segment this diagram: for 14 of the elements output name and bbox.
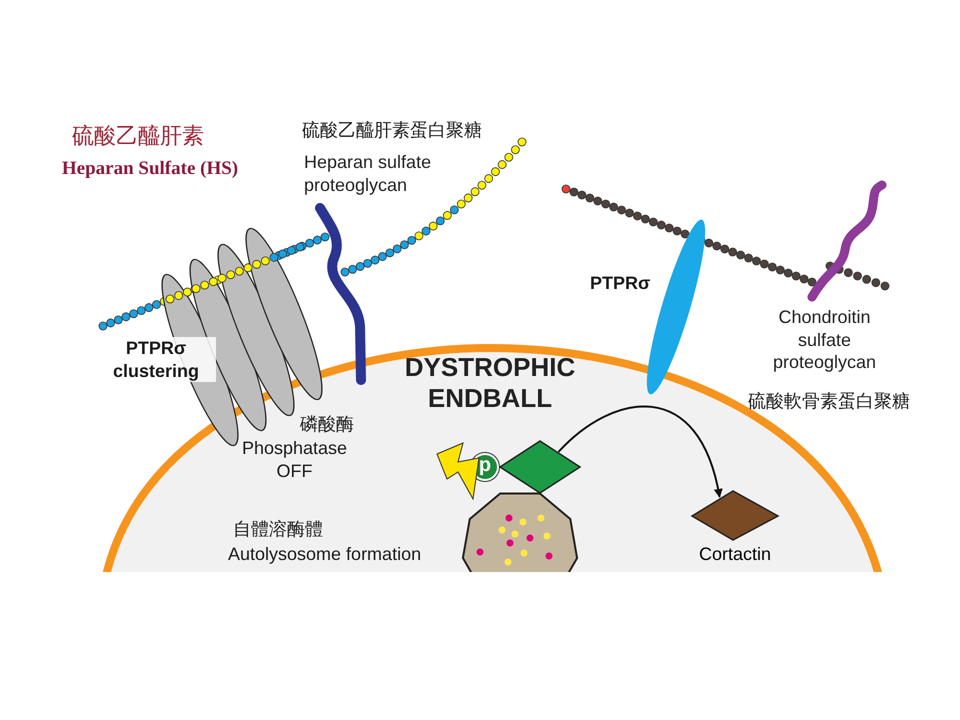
molecule-label: Heparan Sulfate (HS) (60, 157, 240, 181)
enzyme-label: 磷酸酶 (300, 413, 354, 436)
process-label: 自體溶酶體 (233, 518, 323, 540)
molecule-label: Heparan sulfate proteoglycan (304, 151, 432, 196)
enzyme-label: Phosphatase OFF (240, 437, 348, 482)
molecule-label: 硫酸軟骨素蛋白聚糖 (748, 390, 910, 412)
receptor-label: PTPRσ (590, 272, 650, 294)
molecule-label: 硫酸乙醯肝素蛋白聚糖 (302, 119, 482, 142)
molecule-label: 硫酸乙醯肝素 (72, 122, 204, 150)
molecule-label: Chondroitin sulfate proteoglycan (772, 306, 878, 374)
process-label: Autolysosome formation (228, 543, 422, 566)
region-title: DYSTROPHIC ENDBALL (404, 352, 576, 414)
arrow (558, 406, 722, 498)
protein-label: Cortactin (698, 544, 772, 565)
